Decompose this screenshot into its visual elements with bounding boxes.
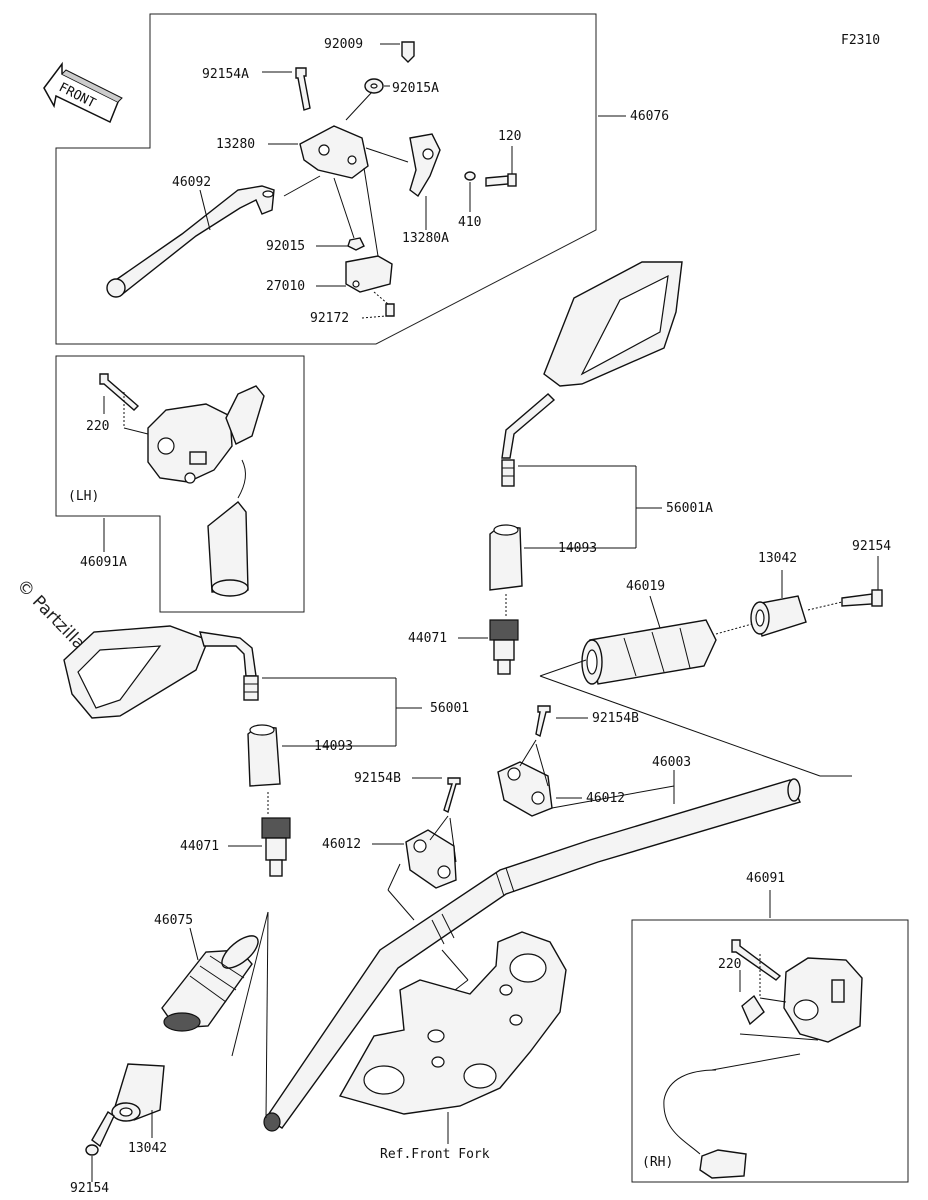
holder-parts	[405, 705, 553, 889]
left-switch-parts	[99, 373, 265, 597]
left-mirror-parts	[63, 625, 291, 877]
right-switch-parts	[663, 939, 863, 1179]
label-120: 120	[498, 129, 521, 144]
label-92154-left: 92154	[70, 1181, 109, 1196]
label-92154-right: 92154	[852, 539, 891, 554]
handlebar-parts	[263, 778, 801, 1132]
clutch-lever-leaders	[199, 43, 626, 319]
right-mirror-parts	[489, 261, 683, 675]
label-46012-lower: 46012	[322, 837, 361, 852]
left-grip-leaders	[91, 911, 269, 1182]
label-220-right: 220	[718, 957, 741, 972]
holder-leaders	[372, 717, 675, 1001]
label-220-left: 220	[86, 419, 109, 434]
label-92172: 92172	[310, 311, 349, 326]
label-27010: 27010	[266, 279, 305, 294]
front-arrow-icon: FRONT	[43, 61, 123, 124]
label-46012-upper: 46012	[586, 791, 625, 806]
label-92154b-upper: 92154B	[592, 711, 639, 726]
left-switch-frame	[55, 355, 305, 613]
label-46075: 46075	[154, 913, 193, 928]
left-grip-parts	[85, 935, 259, 1156]
clutch-lever-parts	[106, 41, 517, 317]
label-92154b-lower: 92154B	[354, 771, 401, 786]
label-46091a: 46091A	[80, 555, 127, 570]
figure-code: F2310	[841, 33, 880, 48]
label-46091: 46091	[746, 871, 785, 886]
label-13042-upper: 13042	[758, 551, 797, 566]
label-rh: (RH)	[642, 1155, 673, 1170]
label-lh: (LH)	[68, 489, 99, 504]
clutch-lever-assembly-frame	[55, 13, 597, 345]
label-46019: 46019	[626, 579, 665, 594]
label-44071-upper: 44071	[408, 631, 447, 646]
label-46003: 46003	[652, 755, 691, 770]
right-mirror-leaders	[458, 465, 662, 639]
right-grip-leaders	[539, 556, 879, 777]
label-46076: 46076	[630, 109, 669, 124]
label-ref-front-fork: Ref.Front Fork	[380, 1147, 490, 1162]
left-mirror-leaders	[228, 677, 422, 847]
part-labels: 92009 92154A 92015A 46076 13280 120 4609…	[68, 37, 891, 1196]
label-56001a: 56001A	[666, 501, 713, 516]
label-92154a: 92154A	[202, 67, 249, 82]
label-92015a: 92015A	[392, 81, 439, 96]
right-switch-frame	[631, 919, 909, 1183]
label-92015: 92015	[266, 239, 305, 254]
label-46092: 46092	[172, 175, 211, 190]
label-410: 410	[458, 215, 481, 230]
label-13280a: 13280A	[402, 231, 449, 246]
right-grip-parts	[581, 589, 883, 685]
label-14093-lower: 14093	[314, 739, 353, 754]
label-13280: 13280	[216, 137, 255, 152]
label-56001: 56001	[430, 701, 469, 716]
left-switch-leaders	[103, 392, 149, 552]
label-13042-lower: 13042	[128, 1141, 167, 1156]
label-92009: 92009	[324, 37, 363, 52]
right-switch-leaders	[739, 890, 787, 1003]
label-44071-lower: 44071	[180, 839, 219, 854]
triple-clamp-part	[338, 931, 567, 1115]
label-14093-upper: 14093	[558, 541, 597, 556]
